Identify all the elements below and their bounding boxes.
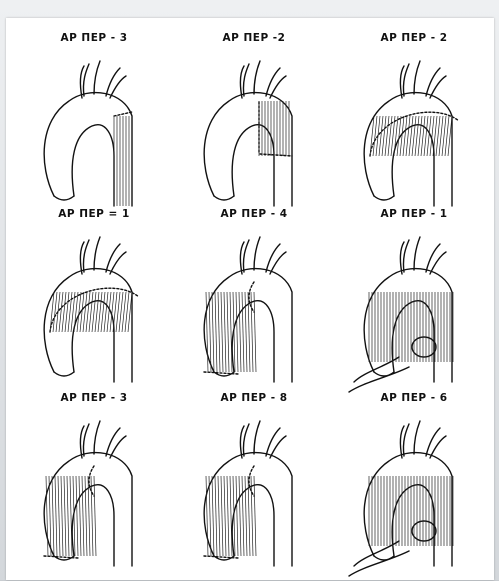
panel-label: AP ΠEP - 8 [174,392,334,404]
panel-3: AP ΠEP - 2 [334,32,494,217]
aorta-inner [392,485,434,566]
panel-6: AP ΠEP - 1 [334,208,494,393]
aorta-outer [204,453,292,566]
aortic-arch-drawing [14,406,164,581]
aortic-arch-drawing [334,406,484,581]
aortic-arch-drawing [14,46,164,221]
panel-label: AP ΠEP = 1 [14,208,174,220]
aortic-arch-drawing [174,406,324,581]
aortic-arch-drawing [174,222,324,397]
panel-label: AP ΠEP - 6 [334,392,494,404]
panel-1: AP ΠEP - 3 [14,32,174,217]
panel-2: AP ΠEP -2 [174,32,334,217]
aortic-arch-drawing [334,46,484,221]
aorta-outer [204,269,292,382]
panel-7: AP ΠEP - 3 [14,392,174,577]
aorta-outer [364,93,452,206]
panel-label: AP ΠEP - 2 [334,32,494,44]
aorta-outer [44,269,132,382]
panel-label: AP ΠEP - 3 [14,392,174,404]
aortic-arch-drawing [174,46,324,221]
panel-4: AP ΠEP = 1 [14,208,174,393]
aorta-inner [392,301,434,382]
panel-label: AP ΠEP - 1 [334,208,494,220]
panel-label: AP ΠEP - 3 [14,32,174,44]
aorta-outer [204,93,292,206]
panel-9: AP ΠEP - 6 [334,392,494,577]
aorta-inner [72,301,114,382]
panel-label: AP ΠEP - 4 [174,208,334,220]
aortic-arch-drawing [14,222,164,397]
panel-8: AP ΠEP - 8 [174,392,334,577]
panel-5: AP ΠEP - 4 [174,208,334,393]
panel-label: AP ΠEP -2 [174,32,334,44]
aorta-outer [44,93,132,206]
aorta-inner [72,125,114,206]
aortic-arch-drawing [334,222,484,397]
aorta-outer [44,453,132,566]
aorta-inner [392,125,434,206]
